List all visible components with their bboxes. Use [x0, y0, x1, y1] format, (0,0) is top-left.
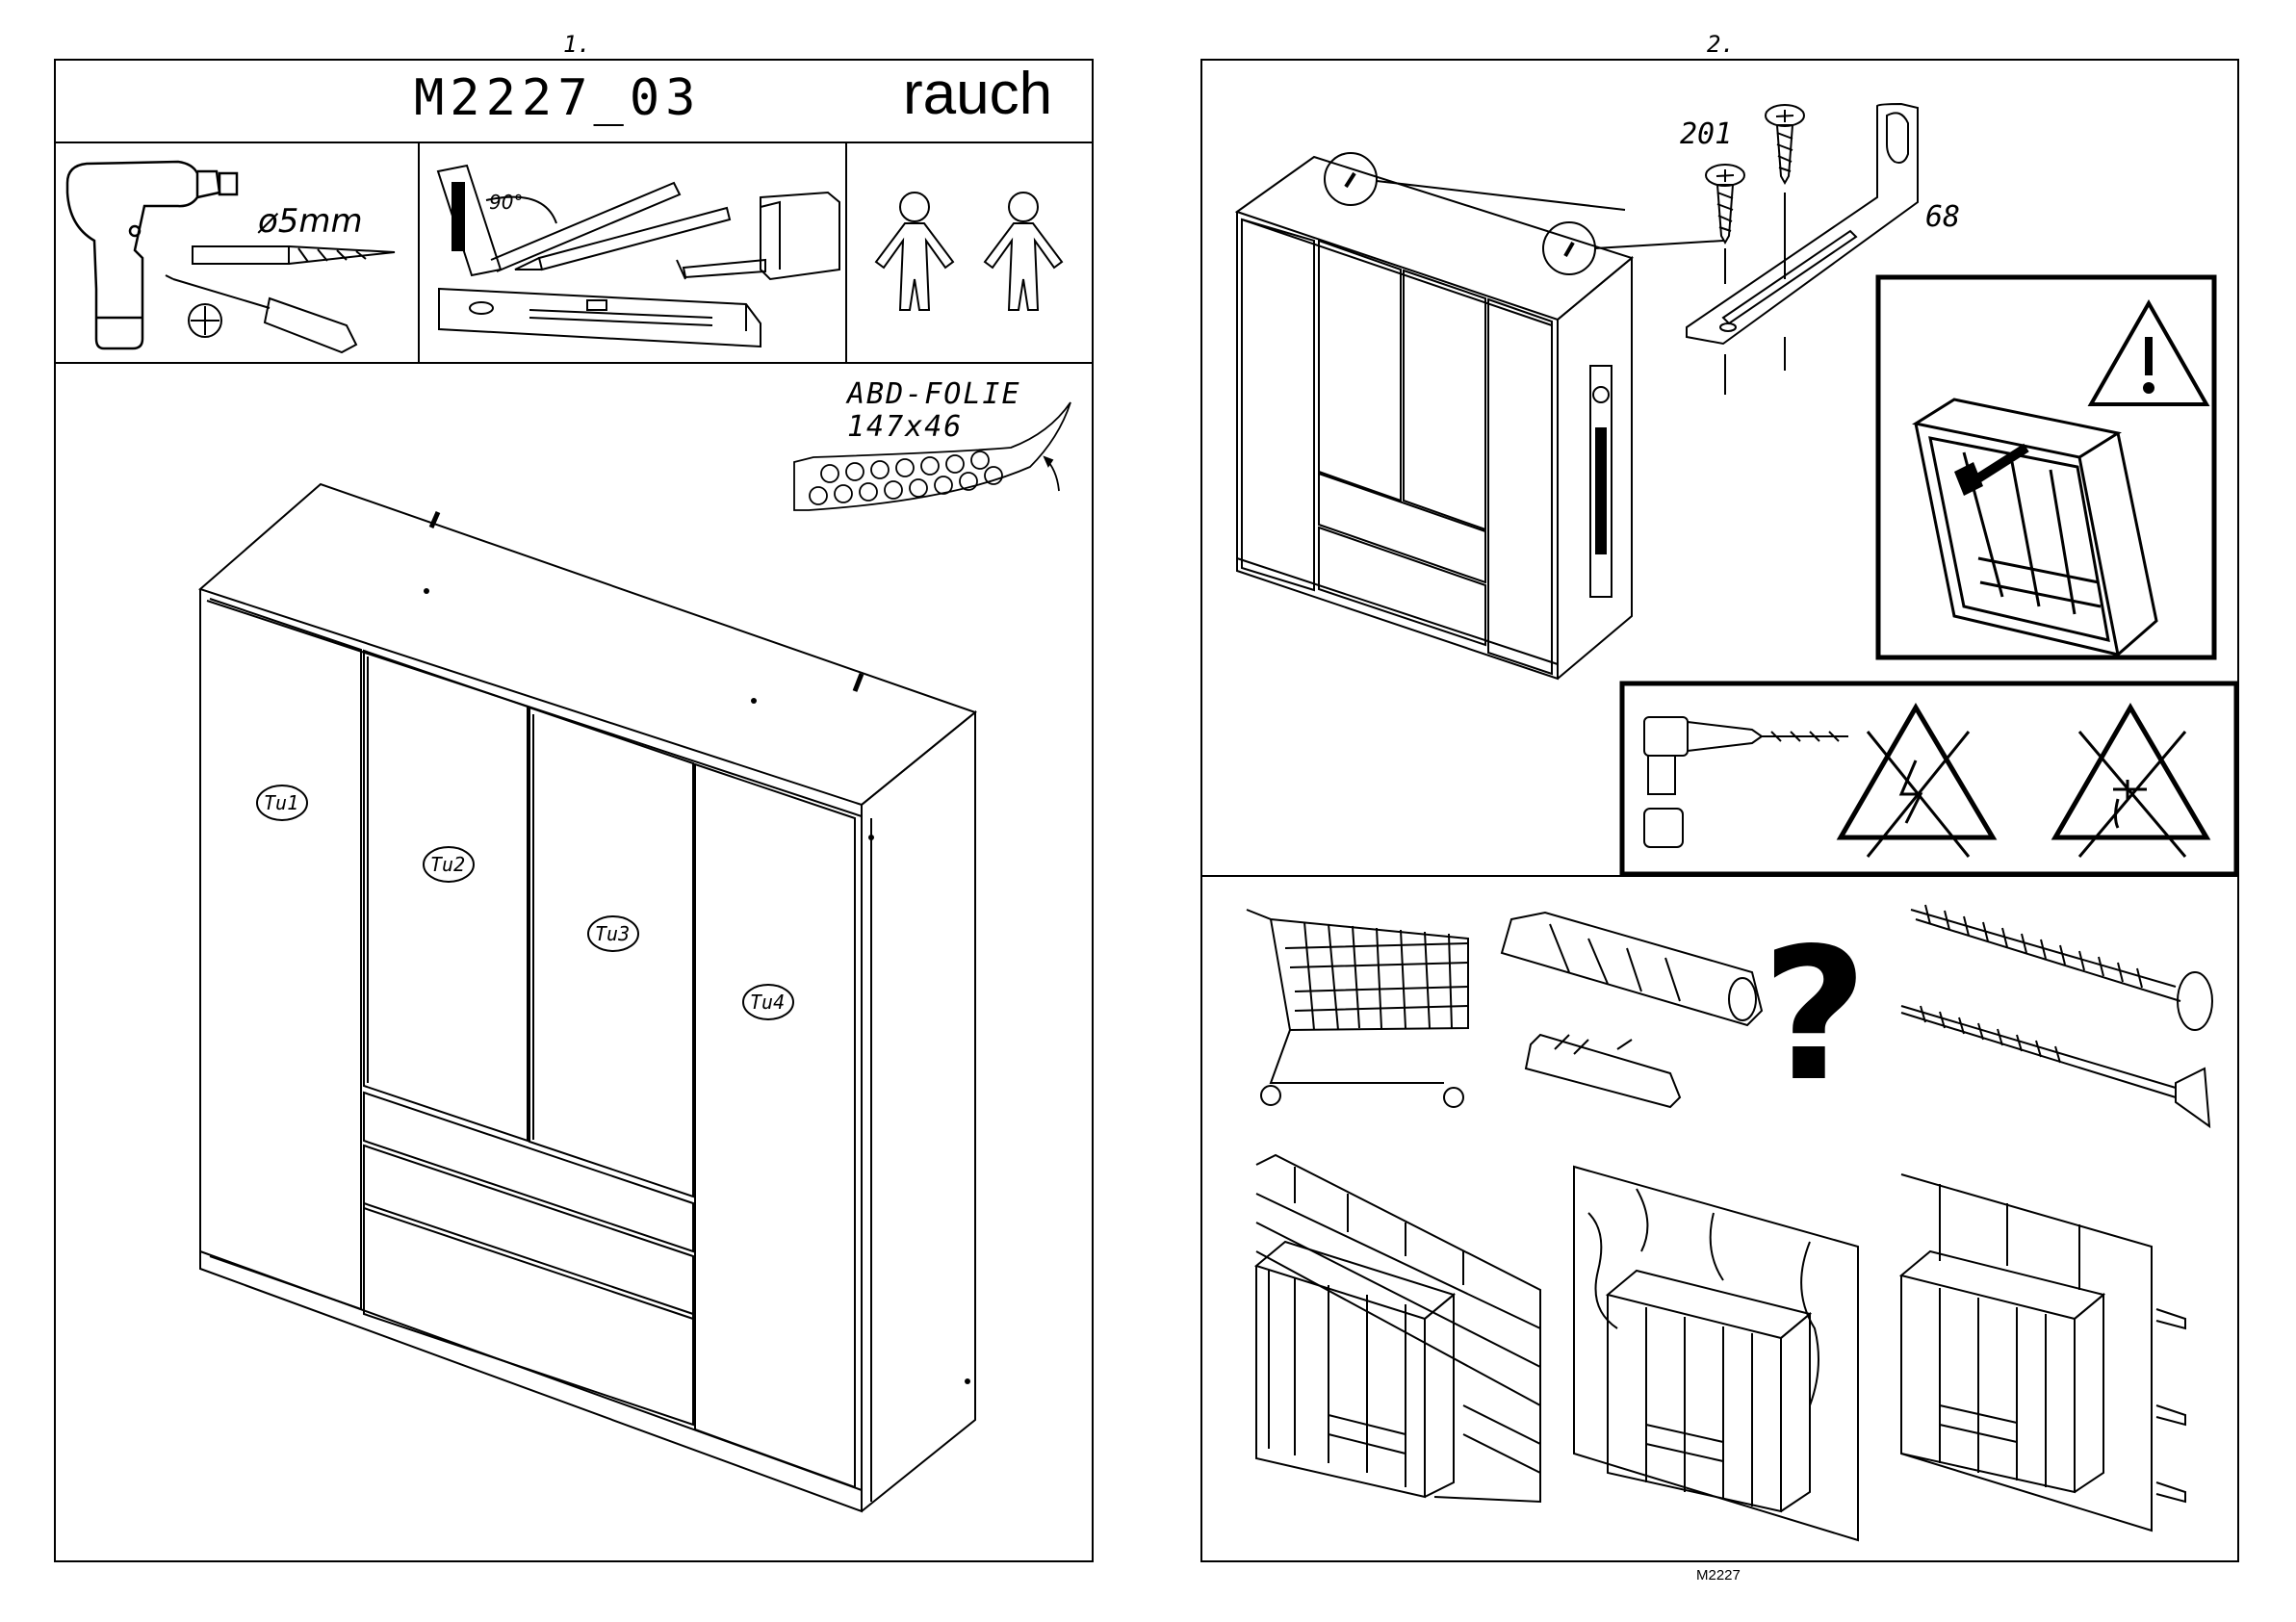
foil-size: 147x46 [847, 410, 963, 444]
pencil-icon [515, 208, 730, 270]
phillips-head-icon [189, 304, 221, 337]
brand-logo: rauch [903, 60, 1052, 128]
page-2-frame [1201, 60, 2238, 1561]
two-people-icon [876, 193, 1062, 310]
wardrobe-assembly-drawing [200, 484, 975, 1511]
door-labels [257, 785, 793, 1019]
spirit-level-icon [439, 289, 761, 347]
model-number: M2227_03 [414, 69, 701, 127]
drill-bit-icon [193, 246, 395, 264]
door-label-tu4: Tu4 [750, 991, 785, 1014]
screw-part-number: 201 [1680, 117, 1732, 151]
page-1-frame [55, 60, 1093, 1561]
wood-wall-install-icon [1574, 1167, 1858, 1540]
bracket-part-number: 68 [1925, 200, 1960, 234]
warning-box [1878, 277, 2214, 657]
brick-wall-install-icon [1256, 1155, 1540, 1502]
wall-plug-large-icon [1502, 913, 1762, 1025]
tape-measure-icon [677, 193, 839, 279]
question-mark-icon: ? [1762, 909, 1868, 1121]
no-water-pipes-icon [2055, 708, 2206, 857]
try-square-icon [438, 166, 680, 275]
wardrobe-anchor-view [1237, 153, 1723, 679]
wall-plug-small-icon [1526, 1035, 1680, 1107]
foil-label: ABD-FOLIE [847, 377, 1021, 411]
angle-label: 90° [489, 191, 523, 214]
drill-warning-icon [1644, 717, 1848, 847]
footer-code: M2227 [1696, 1567, 1741, 1583]
long-screws-icon [1901, 905, 2212, 1126]
door-label-tu1: Tu1 [264, 791, 298, 814]
door-label-tu3: Tu3 [595, 922, 630, 945]
no-electric-cables-icon [1841, 708, 1993, 857]
tipping-wardrobe-icon [1916, 399, 2156, 655]
screwdriver-icon [166, 275, 356, 352]
shopping-cart-icon [1247, 910, 1468, 1107]
door-label-tu2: Tu2 [430, 853, 465, 876]
drywall-install-icon [1901, 1174, 2185, 1531]
drill-bit-label: ø5mm [258, 202, 363, 241]
